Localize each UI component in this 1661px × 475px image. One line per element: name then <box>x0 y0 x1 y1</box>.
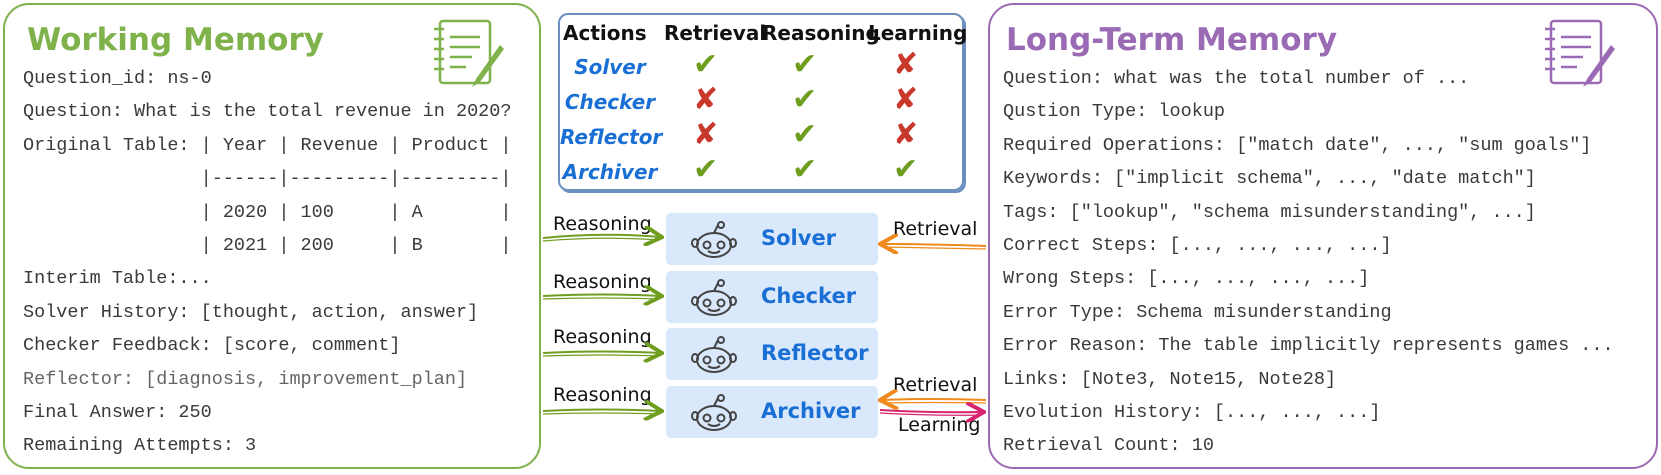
memory-line: | 2021 | 200 | B | <box>23 235 512 256</box>
cross-icon: ✘ <box>693 117 719 152</box>
robot-icon <box>690 394 738 439</box>
cross-icon: ✘ <box>893 82 919 117</box>
agent-box-reflector: Reflector <box>666 328 878 380</box>
learning-arrow <box>879 410 982 415</box>
robot-icon <box>690 336 738 381</box>
header-actions: Actions <box>563 21 647 45</box>
agent-label: Solver <box>761 226 837 250</box>
memory-line: Reflector: [diagnosis, improvement_plan] <box>23 368 468 390</box>
reasoning-label: Reasoning <box>553 213 652 235</box>
reasoning-label: Reasoning <box>553 384 652 406</box>
reasoning-label: Reasoning <box>553 326 652 348</box>
reasoning-arrow <box>542 352 660 357</box>
header-retrieval: Retrieval <box>664 21 767 45</box>
check-icon: ✔ <box>693 47 719 82</box>
memory-line: Final Answer: 250 <box>23 402 212 423</box>
memory-line: Question: what was the total number of .… <box>1003 68 1470 89</box>
memory-line: Remaining Attempts: 3 <box>23 435 257 457</box>
memory-line: Wrong Steps: [..., ..., ..., ...] <box>1003 268 1370 290</box>
notepad-pen-icon <box>434 19 504 87</box>
check-icon: ✔ <box>792 47 818 82</box>
row-label-archiver: Archiver <box>562 160 658 184</box>
memory-line: Retrieval Count: 10 <box>1003 435 1214 457</box>
retrieval-label: Retrieval <box>893 374 978 396</box>
reasoning-arrow <box>542 235 660 241</box>
agent-box-checker: Checker <box>666 271 878 323</box>
agent-label: Checker <box>761 284 857 308</box>
retrieval-label: Retrieval <box>893 218 978 240</box>
check-icon: ✔ <box>893 152 919 187</box>
agent-box-solver: Solver <box>666 213 878 265</box>
memory-line: Solver History: [thought, action, answer… <box>23 301 479 323</box>
memory-line: Error Type: Schema misunderstanding <box>1003 301 1392 323</box>
header-reasoning: Reasoning <box>762 21 880 45</box>
cross-icon: ✘ <box>693 82 719 117</box>
memory-line: Qustion Type: lookup <box>1003 101 1226 123</box>
row-label-checker: Checker <box>564 90 656 114</box>
memory-line: Correct Steps: [..., ..., ..., ...] <box>1003 235 1392 256</box>
reasoning-arrow <box>542 295 660 300</box>
row-label-reflector: Reflector <box>560 125 663 149</box>
memory-line: Tags: ["lookup", "schema misunderstandin… <box>1003 201 1536 223</box>
memory-line: Question_id: ns-0 <box>23 68 212 89</box>
agent-label: Reflector <box>761 341 869 365</box>
memory-line: Evolution History: [..., ..., ...] <box>1003 402 1381 423</box>
memory-line: Checker Feedback: [score, comment] <box>23 335 401 357</box>
check-icon: ✔ <box>792 117 818 152</box>
check-icon: ✔ <box>693 152 719 187</box>
memory-line: Original Table: | Year | Revenue | Produ… <box>23 134 512 156</box>
reasoning-label: Reasoning <box>553 271 652 293</box>
header-learning: Learning <box>868 21 968 45</box>
check-icon: ✔ <box>792 152 818 187</box>
robot-icon <box>690 221 738 266</box>
notepad-pen-icon <box>1545 19 1615 87</box>
long-term-memory-lines: Question: what was the total number of .… <box>990 5 1656 467</box>
cross-icon: ✘ <box>893 47 919 82</box>
long-term-memory-title: Long-Term Memory <box>1006 22 1338 58</box>
memory-line: Question: What is the total revenue in 2… <box>23 101 512 123</box>
reasoning-arrow <box>542 410 660 415</box>
memory-line: Keywords: ["implicit schema", ..., "date… <box>1003 168 1536 190</box>
working-memory-title: Working Memory <box>27 22 324 58</box>
agent-label: Archiver <box>761 399 861 423</box>
memory-line: |------|---------|---------| <box>23 168 512 190</box>
retrieval-arrow <box>882 244 987 249</box>
memory-line: Required Operations: ["match date", ...,… <box>1003 134 1592 156</box>
memory-line: Links: [Note3, Note15, Note28] <box>1003 368 1337 390</box>
row-label-solver: Solver <box>574 55 646 79</box>
agent-box-archiver: Archiver <box>666 386 878 438</box>
robot-icon <box>690 279 738 324</box>
actions-table: Actions Retrieval Reasoning Learning Sol… <box>558 13 968 191</box>
memory-line: | 2020 | 100 | A | <box>23 201 512 223</box>
memory-line: Error Reason: The table implicitly repre… <box>1003 335 1614 357</box>
learning-label: Learning <box>898 414 981 436</box>
check-icon: ✔ <box>792 82 818 117</box>
cross-icon: ✘ <box>893 117 919 152</box>
long-term-memory-panel: Long-Term Memory Question: what was the … <box>988 3 1658 469</box>
memory-line: Interim Table:... <box>23 268 212 290</box>
retrieval-arrow <box>882 399 987 403</box>
